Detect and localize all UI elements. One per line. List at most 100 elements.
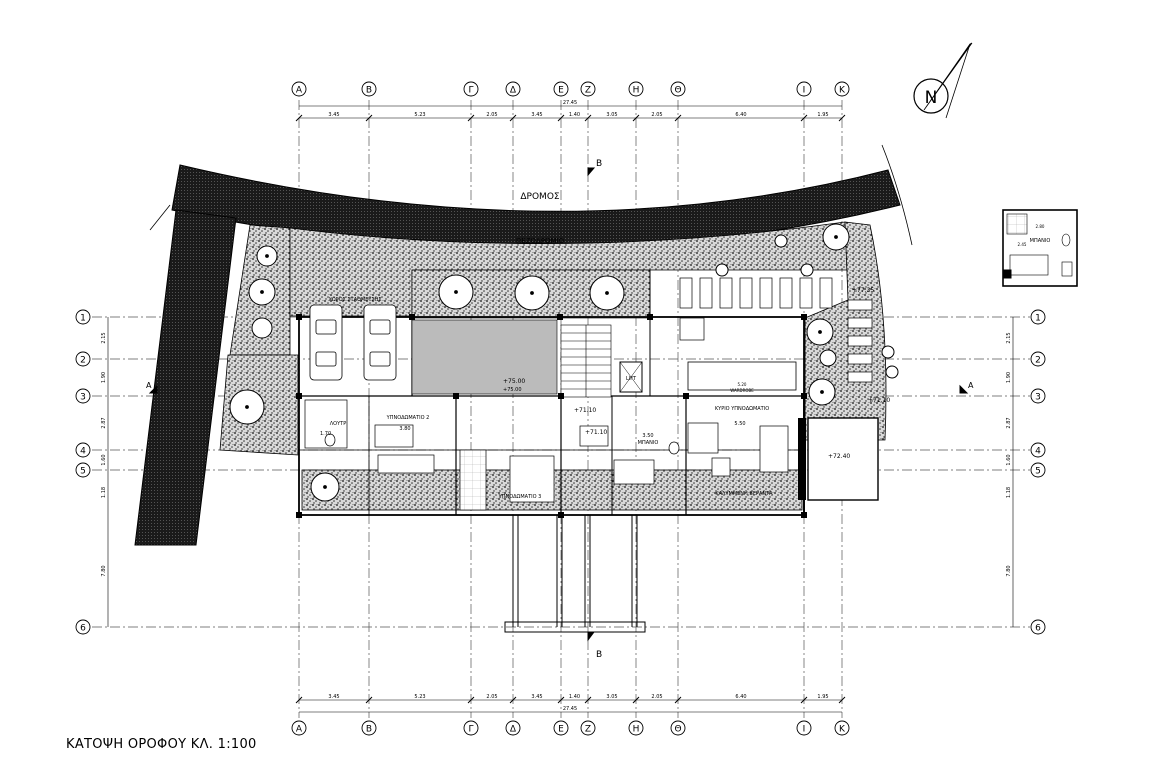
grid-bubble-col-b-bottom: Β bbox=[361, 720, 377, 736]
grid-bubble-col-e-bottom: Ε bbox=[553, 720, 569, 736]
grid-bubble-row-6-right-label: 6 bbox=[1035, 624, 1041, 634]
column-dim-top: 5.23 bbox=[414, 112, 425, 118]
grid-bubble-col-th-bottom: Θ bbox=[670, 720, 686, 736]
grid-bubble-col-i-bottom: Ι bbox=[796, 720, 812, 736]
bath-width: 3.50 bbox=[642, 433, 653, 439]
grid-bubble-col-h-bottom-label: Η bbox=[633, 725, 640, 735]
grid-bubble-row-3-right-label: 3 bbox=[1035, 393, 1041, 403]
grid-bubble-col-d-top-label: Δ bbox=[510, 86, 517, 96]
grid-bubble-row-2-left: 2 bbox=[75, 351, 91, 367]
row-dim-left: 7.80 bbox=[101, 565, 107, 576]
hall-area bbox=[411, 319, 558, 395]
wardrobe-width: 5.20 bbox=[738, 382, 747, 387]
level-main-sub: +75.00 bbox=[503, 387, 522, 393]
grid-bubble-col-b-top-label: Β bbox=[366, 86, 372, 96]
grid-bubble-col-e-top: Ε bbox=[553, 81, 569, 97]
road-edge bbox=[881, 144, 913, 246]
structural-columns bbox=[296, 314, 807, 518]
column-dim-bottom: 1.40 bbox=[569, 694, 580, 700]
column-dim-top: 3.45 bbox=[328, 112, 339, 118]
road-label: ΔΡΟΜΟΣ bbox=[520, 192, 560, 202]
grid-bubble-col-th-bottom-label: Θ bbox=[674, 725, 681, 735]
row-dim-right: 7.80 bbox=[1006, 565, 1012, 576]
row-dim-left: 1.18 bbox=[101, 487, 107, 498]
grid-bubble-row-3-left: 3 bbox=[75, 388, 91, 404]
row-dims-left: 2.151.902.871.601.187.80 bbox=[101, 332, 107, 576]
grid-bubble-col-e-bottom-label: Ε bbox=[558, 725, 564, 735]
bedroom3-label: ΥΠΝΟΔΩΜΑΤΙΟ 3 bbox=[498, 494, 542, 500]
row-dim-right: 1.90 bbox=[1006, 372, 1012, 383]
grid-bubble-col-d-top: Δ bbox=[505, 81, 521, 97]
column-dim-bottom: 6.40 bbox=[735, 694, 746, 700]
trees bbox=[229, 223, 899, 502]
inset-bathroom-detail bbox=[1002, 209, 1078, 287]
grid-bubble-row-3-left-label: 3 bbox=[80, 393, 86, 403]
staircase bbox=[560, 324, 612, 398]
column-dim-bottom: 1.95 bbox=[817, 694, 828, 700]
grid-bubble-col-z-top-label: Ζ bbox=[585, 86, 591, 96]
row-bubbles-right: 1 2 3 4 5 6 bbox=[1030, 309, 1046, 635]
wc-height: 1.70 bbox=[320, 431, 331, 437]
grid-bubble-col-h-top: Η bbox=[628, 81, 644, 97]
inset-width: 2.80 bbox=[1036, 224, 1045, 229]
column-total-top: 27.45 bbox=[563, 100, 577, 106]
grid-bubble-row-2-left-label: 2 bbox=[80, 356, 86, 366]
grid-bubble-row-1-right-label: 1 bbox=[1035, 314, 1041, 324]
grid-bubble-col-z-top: Ζ bbox=[580, 81, 596, 97]
inset-height: 2.45 bbox=[1018, 242, 1027, 247]
lift-label: LIFT bbox=[626, 376, 637, 382]
row-dim-left: 1.60 bbox=[101, 454, 107, 465]
grid-bubble-col-h-bottom: Η bbox=[628, 720, 644, 736]
grid-bubble-row-5-right: 5 bbox=[1030, 462, 1046, 478]
grid-bubble-row-4-left-label: 4 bbox=[80, 447, 86, 457]
row-dim-right: 1.60 bbox=[1006, 454, 1012, 465]
beds bbox=[377, 425, 789, 503]
column-dim-top: 2.05 bbox=[486, 112, 497, 118]
section-b-bottom: B bbox=[596, 650, 602, 660]
level-right-2: +71.10 bbox=[868, 397, 890, 404]
grid-bubble-row-5-left: 5 bbox=[75, 462, 91, 478]
north-arrow bbox=[913, 42, 973, 119]
column-dim-top: 1.95 bbox=[817, 112, 828, 118]
row-dim-right: 1.18 bbox=[1006, 487, 1012, 498]
sidewalk-label: ΠΕΖΟΔΡΟΜΙΟ bbox=[516, 237, 565, 245]
row-dim-right: 2.87 bbox=[1006, 417, 1012, 428]
row-dim-right: 2.15 bbox=[1006, 332, 1012, 343]
column-dim-bottom: 5.23 bbox=[414, 694, 425, 700]
parked-cars bbox=[309, 304, 397, 381]
column-dim-bottom: 3.45 bbox=[531, 694, 542, 700]
grid-bubble-col-e-top-label: Ε bbox=[558, 86, 564, 96]
master-width: 5.50 bbox=[734, 421, 745, 427]
grid-bubble-col-th-top-label: Θ bbox=[674, 86, 681, 96]
drawing-title: ΚΑΤΟΨΗ ΟΡΟΦΟΥ ΚΛ. 1:100 bbox=[66, 737, 257, 752]
b2-width: 3.80 bbox=[399, 426, 410, 432]
level-top: +77.35 bbox=[852, 287, 874, 294]
section-b-top: B bbox=[596, 159, 602, 169]
row-dim-left: 2.87 bbox=[101, 417, 107, 428]
building-walls bbox=[298, 270, 805, 516]
grid-bubble-col-d-bottom-label: Δ bbox=[510, 725, 517, 735]
grid-bubble-row-6-right: 6 bbox=[1030, 619, 1046, 635]
column-dim-bottom: 3.45 bbox=[328, 694, 339, 700]
stepping-stones bbox=[679, 277, 873, 383]
grid-bubble-col-b-top: Β bbox=[361, 81, 377, 97]
grid-bubble-col-g-top: Γ bbox=[463, 81, 479, 97]
dimension-lines bbox=[107, 105, 1014, 713]
grid-bubble-col-th-top: Θ bbox=[670, 81, 686, 97]
grid-bubble-col-g-bottom-label: Γ bbox=[468, 725, 473, 735]
grid-bubble-col-g-top-label: Γ bbox=[468, 86, 473, 96]
column-dim-top: 1.40 bbox=[569, 112, 580, 118]
grid-bubble-row-4-right-label: 4 bbox=[1035, 447, 1041, 457]
grid-bubble-row-6-left-label: 6 bbox=[80, 624, 86, 634]
parking-label: ΧΩΡΟΣ ΣΤΑΘΜΕΥΣΗΣ bbox=[328, 297, 381, 303]
lift-shaft bbox=[619, 361, 643, 393]
bath-label: ΜΠΑΝΙΟ bbox=[638, 440, 659, 446]
level-stair: +71.10 bbox=[574, 407, 596, 414]
grid-bubble-row-2-right-label: 2 bbox=[1035, 356, 1041, 366]
grid-bubble-row-1-right: 1 bbox=[1030, 309, 1046, 325]
grid-bubble-row-2-right: 2 bbox=[1030, 351, 1046, 367]
